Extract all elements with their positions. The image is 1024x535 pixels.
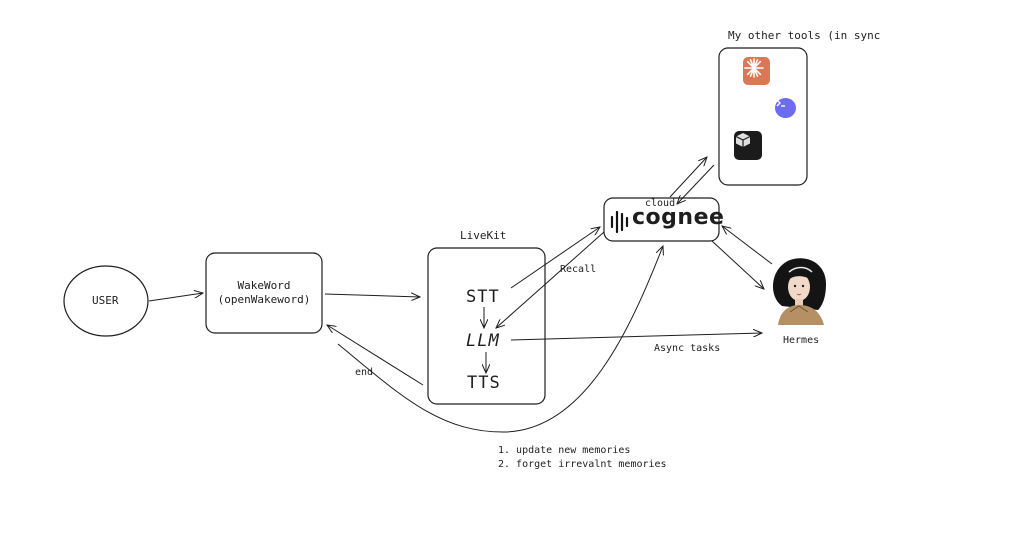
llm-label: LLM (466, 331, 500, 351)
cognee-wordmark: cognee (632, 205, 725, 230)
hermes-label: Hermes (783, 335, 820, 346)
user-to-wakeword-arrow (148, 293, 203, 302)
tts-label: TTS (467, 373, 501, 393)
cognee-to-tools-arrow (669, 157, 707, 198)
hermes-avatar-icon (772, 258, 826, 325)
livekit-to-wakeword-end-arrow (327, 325, 424, 386)
wakeword-label-line2: (openWakeword) (217, 293, 311, 306)
async-tasks-edge-label: Async tasks (654, 343, 721, 354)
user-label: USER (92, 294, 119, 307)
cognee-to-hermes-arrow (711, 240, 764, 289)
cognee-to-llm-recall-arrow (496, 231, 605, 328)
stt-label: STT (466, 287, 500, 307)
livekit-title: LiveKit (460, 229, 507, 242)
stt-to-cognee-arrow (510, 227, 600, 289)
llm-to-hermes-arrow (510, 333, 762, 341)
memory-step-1-label: 1. update new memories (498, 445, 631, 456)
wakeword-node (205, 252, 323, 334)
wakeword-label-line1: WakeWord (237, 279, 291, 292)
tools-node (718, 47, 808, 186)
cognee-caption: cloud (645, 198, 676, 209)
user-node (63, 265, 149, 337)
tools-to-cognee-arrow (677, 164, 715, 204)
tools-title: My other tools (in sync (728, 29, 881, 42)
memory-step-2-label: 2. forget irrevalnt memories (498, 459, 667, 470)
hermes-to-cognee-arrow (722, 226, 773, 265)
claude-sparkle-icon (743, 57, 770, 85)
terminal-bubble-icon (775, 98, 796, 118)
cognee-node (603, 197, 720, 242)
waveform-logo-icon (610, 210, 629, 234)
recall-edge-label: Recall (560, 264, 597, 275)
wakeword-label: WakeWord (openWakeword) (206, 279, 322, 307)
wakeword-to-livekit-arrow (324, 294, 420, 297)
livekit-node (427, 247, 546, 405)
memory-update-curve-arrow (337, 246, 663, 433)
end-edge-label: end (355, 367, 374, 378)
cube-app-icon (734, 131, 762, 160)
